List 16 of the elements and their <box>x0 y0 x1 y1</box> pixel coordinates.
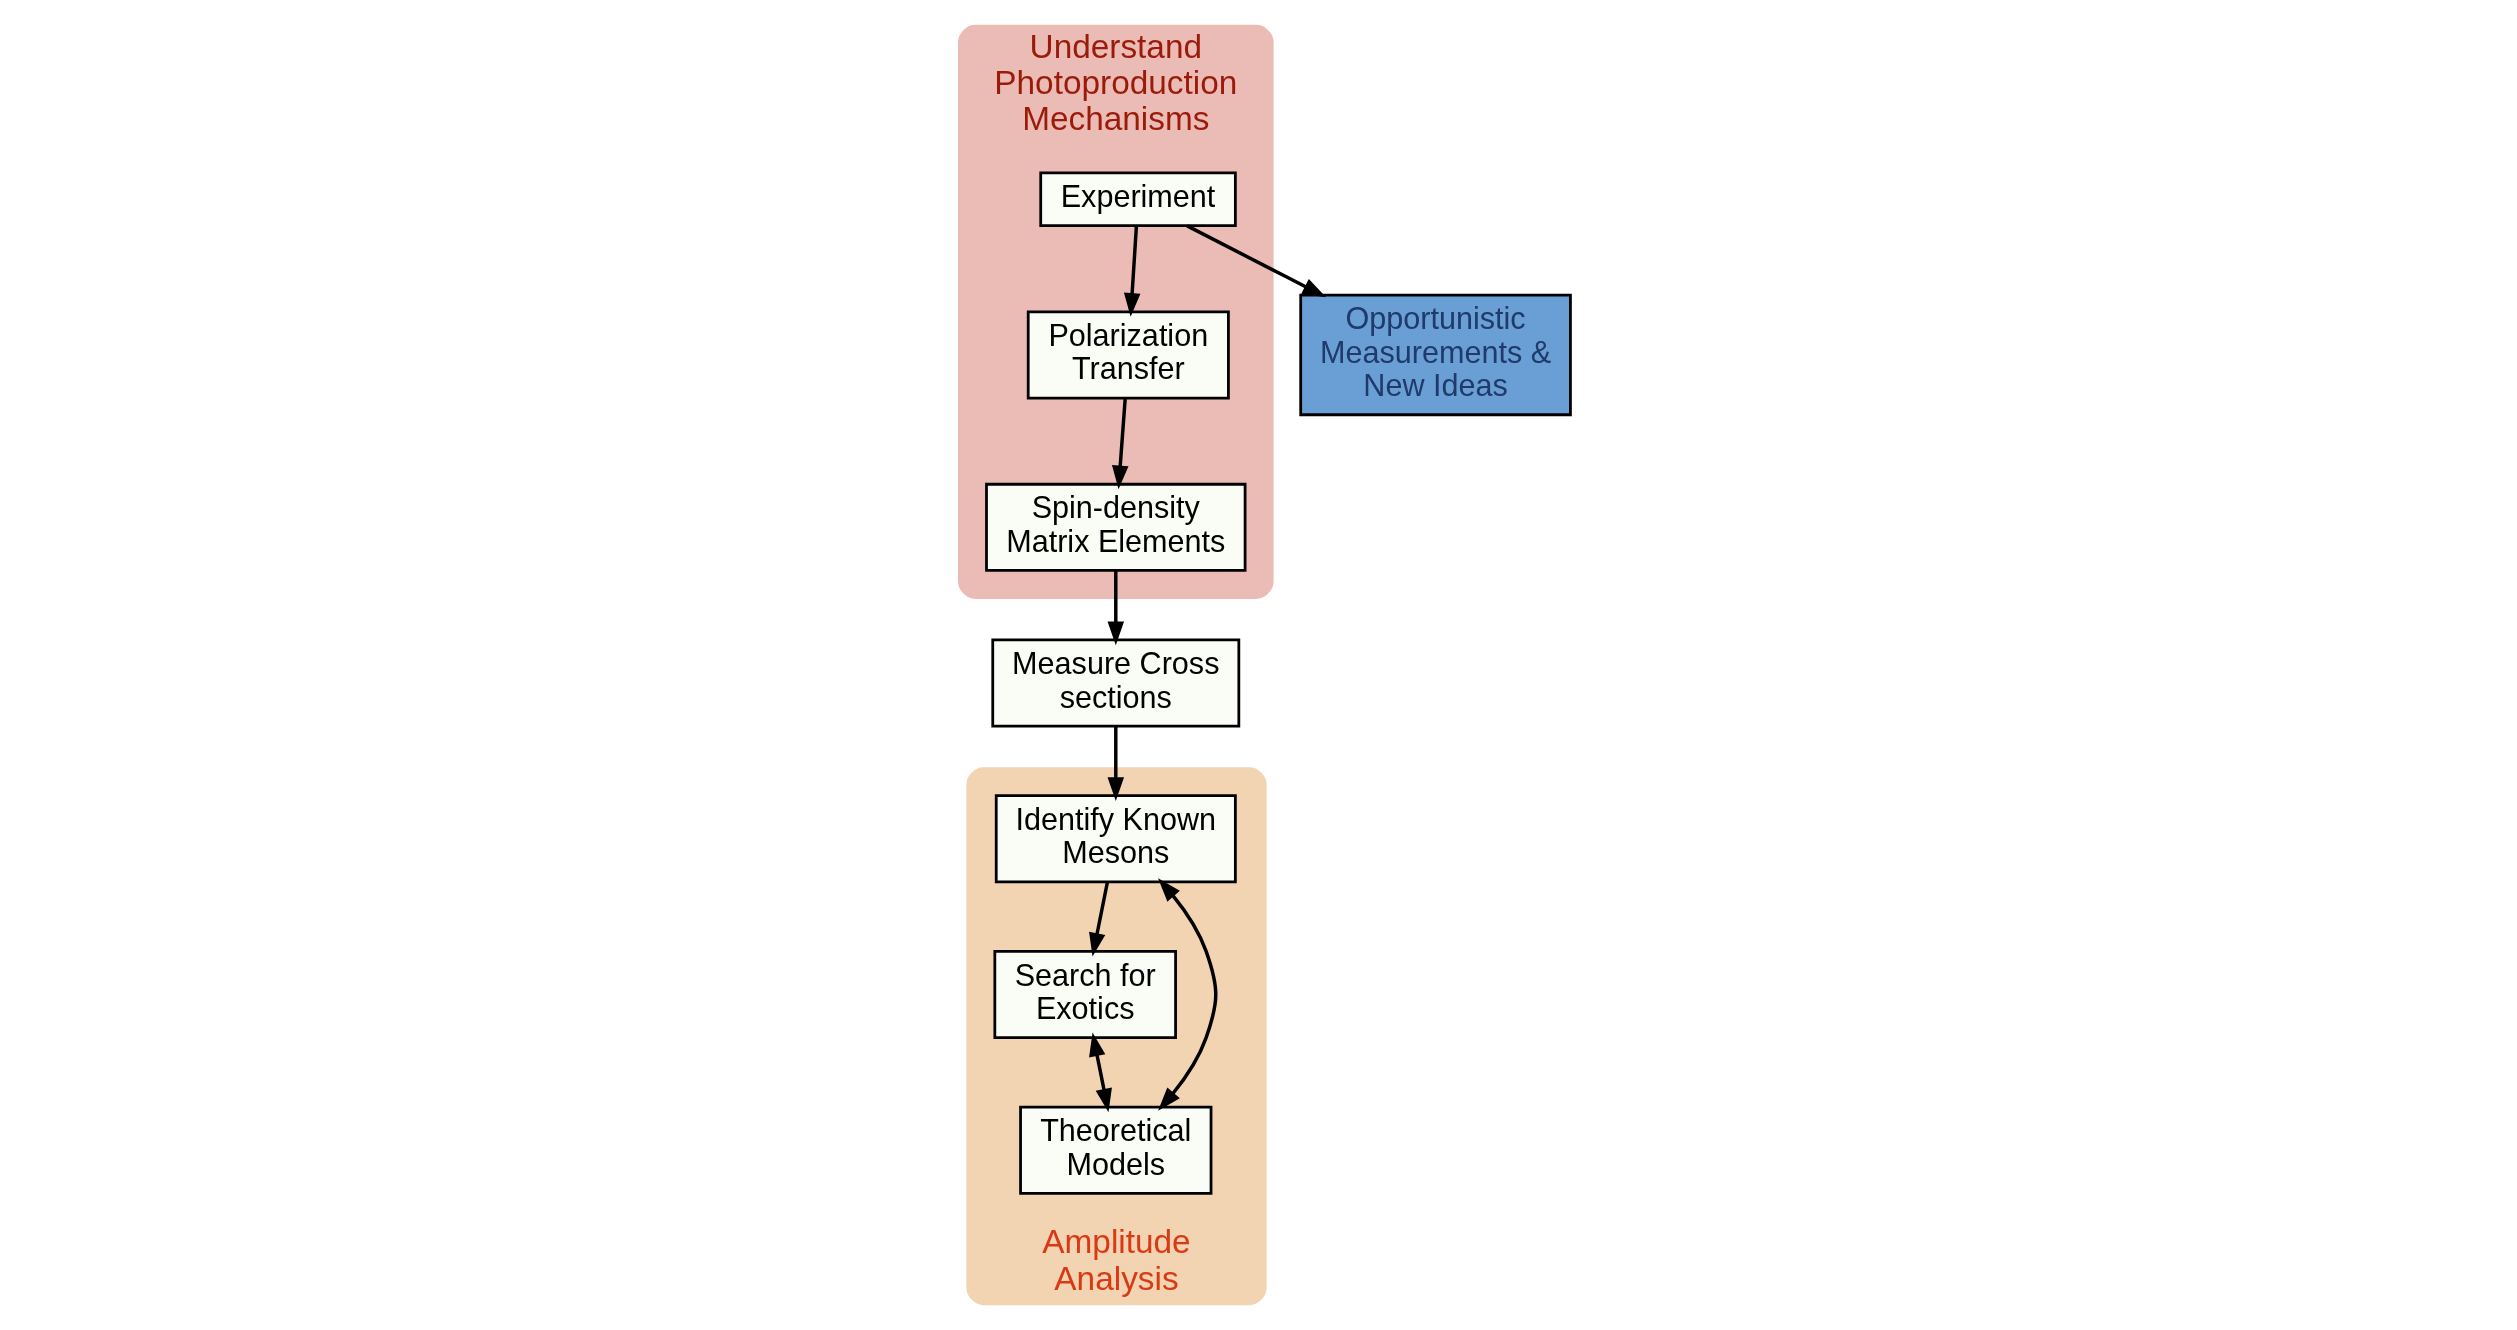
arrow <box>1111 398 1128 490</box>
node-box: Theoretical Models <box>1018 1105 1212 1195</box>
node-box: Polarization Transfer <box>1026 310 1230 400</box>
node-box: Opportunistic Measurements & New Ideas <box>1298 293 1572 417</box>
node-box: Spin-density Matrix Elements <box>984 482 1246 572</box>
node-box: Experiment <box>1038 171 1237 228</box>
arrow <box>1123 225 1140 317</box>
node-box: Search for Exotics <box>992 950 1177 1039</box>
arrow <box>1107 726 1124 801</box>
arrow <box>1107 570 1124 646</box>
arrow <box>1185 224 1326 298</box>
arrow <box>1157 878 1217 1111</box>
arrow <box>1088 1032 1112 1113</box>
arrow <box>1088 881 1109 957</box>
node-box: Measure Cross sections <box>990 638 1240 728</box>
node-box: Identify Known Mesons <box>994 794 1237 884</box>
